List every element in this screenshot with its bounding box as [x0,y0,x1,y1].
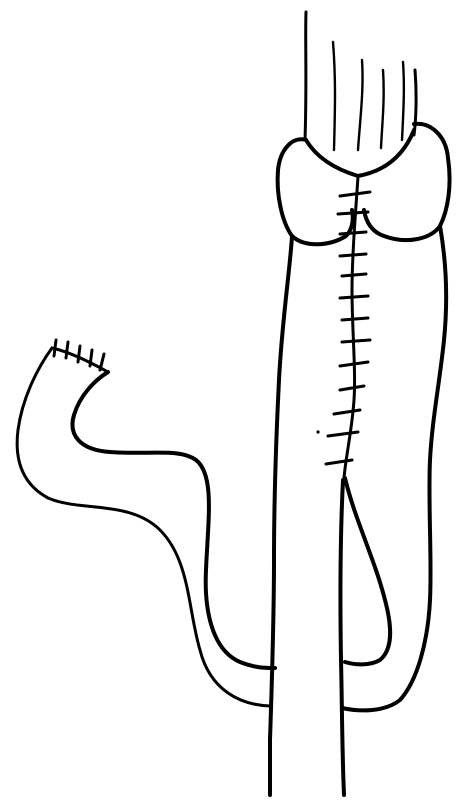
ink-dot [316,430,320,434]
jejunal-loop-outer-wall [15,346,272,708]
suture-stitch [338,190,372,198]
esophagus-fold-line-1 [331,40,337,152]
gastric-tube-right-wall [340,224,449,713]
main-suture-line [316,174,372,480]
suture-stitch [332,408,362,416]
esophagus-left-wall [303,10,308,142]
stump-stitch [98,352,106,372]
inner-loop-curve [343,476,393,667]
suture-stitch [338,294,370,300]
gastric-tube [268,224,449,797]
stump-stitch [52,338,58,358]
suture-stitch [326,430,360,438]
suture-stitch-lower [324,458,354,466]
esophagus [303,10,418,152]
suture-stitch [340,272,368,278]
jejunal-loop-inner-wall [70,370,277,670]
esophagus-fold-line-4 [400,60,406,142]
suture-stitch [338,230,368,236]
main-suture-path [342,174,360,480]
fundus-wrap-left-lobe [275,137,355,247]
stump-stitch [88,348,94,368]
inner-limb-wall [338,478,346,797]
stump-stitch [64,340,70,360]
fundus-wrap [275,121,452,247]
stump-stitch [76,344,82,364]
suture-stitch [340,338,372,344]
jejunal-loop [15,338,277,708]
suture-stitch [340,316,370,322]
esophagus-fold-line-2 [356,58,364,152]
suture-stitch [336,210,370,216]
esophagus-fold-line-3 [379,68,385,150]
suture-stitch [338,252,368,258]
gastric-tube-left-wall [268,234,294,797]
suture-stitch [338,384,366,392]
suture-stitch [338,360,370,368]
